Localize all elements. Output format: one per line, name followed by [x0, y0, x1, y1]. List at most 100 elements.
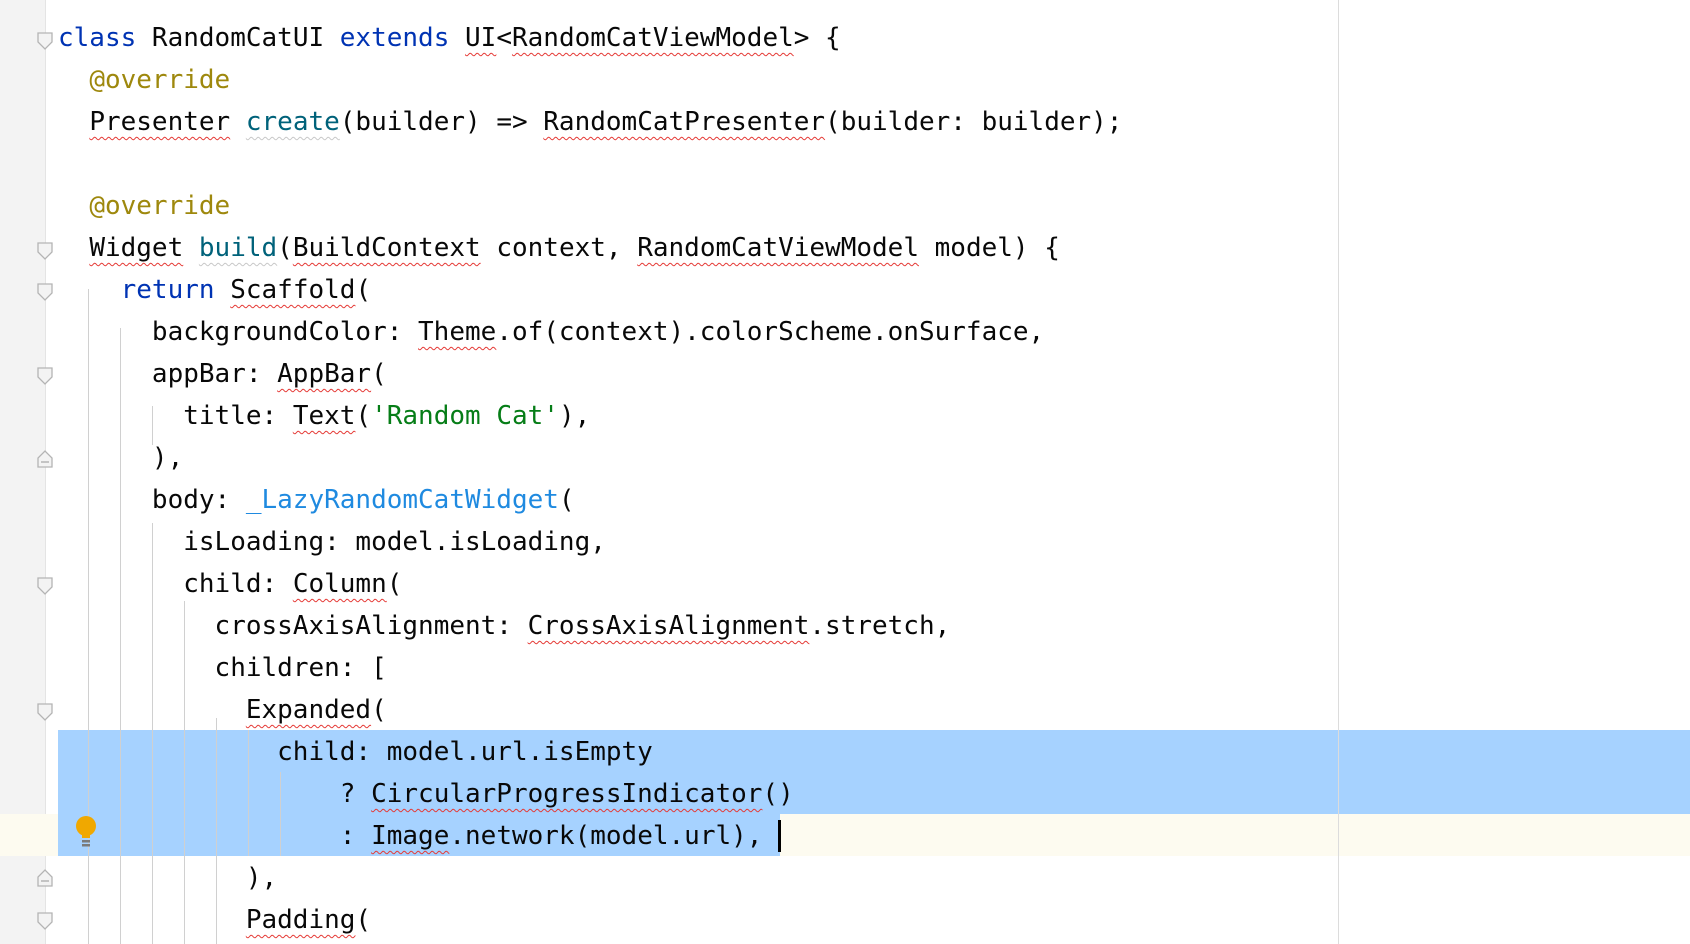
gutter-divider [45, 0, 46, 944]
code-line[interactable] [58, 143, 1122, 185]
code-token: (builder: builder); [825, 107, 1123, 137]
code-token: Padding [245, 905, 356, 935]
code-token: AppBar [277, 359, 372, 389]
fold-arrow-icon[interactable] [37, 912, 53, 930]
code-token: create [245, 107, 340, 137]
code-line[interactable]: backgroundColor: Theme.of(context).color… [58, 311, 1122, 353]
code-token: RandomCatViewModel [511, 23, 794, 53]
code-line[interactable]: @override [58, 185, 1122, 227]
line-indent [58, 317, 152, 347]
indent-guide-line [88, 289, 89, 944]
code-token: _LazyRandomCatWidget [245, 485, 559, 515]
code-token [449, 23, 465, 53]
line-indent [58, 485, 152, 515]
code-line[interactable]: child: model.url.isEmpty [58, 731, 1122, 773]
indent-guide-line [120, 328, 121, 944]
right-margin-guide [1338, 0, 1339, 944]
fold-arrow-icon[interactable] [37, 242, 53, 260]
line-indent [58, 863, 246, 893]
line-indent [58, 779, 340, 809]
code-token: child: model.url.isEmpty [277, 737, 653, 767]
code-token: .of(context).colorScheme.onSurface, [496, 317, 1045, 347]
code-editor[interactable]: class RandomCatUI extends UI<RandomCatVi… [58, 17, 1122, 941]
code-token: ( [277, 233, 293, 263]
code-line[interactable]: Padding( [58, 899, 1122, 941]
line-indent [58, 611, 215, 641]
code-token: ), [558, 401, 591, 431]
code-line[interactable]: isLoading: model.isLoading, [58, 521, 1122, 563]
code-line[interactable]: ), [58, 437, 1122, 479]
line-indent [58, 443, 152, 473]
fold-arrow-icon[interactable] [37, 703, 53, 721]
line-indent [58, 191, 89, 221]
indent-guide-line [184, 601, 185, 944]
code-line[interactable]: title: Text('Random Cat'), [58, 395, 1122, 437]
code-token: ? [339, 779, 372, 809]
line-indent [58, 359, 152, 389]
code-line[interactable]: Presenter create(builder) => RandomCatPr… [58, 101, 1122, 143]
line-indent [58, 233, 89, 263]
code-token [230, 107, 246, 137]
code-line[interactable]: : Image.network(model.url), [58, 815, 1122, 857]
code-token: UI [465, 23, 497, 53]
code-token: title: [183, 401, 293, 431]
code-token: (builder) => [339, 107, 544, 137]
code-token: children: [ [214, 653, 387, 683]
code-token: Scaffold [230, 275, 356, 305]
code-token: ( [355, 905, 372, 935]
fold-arrow-icon[interactable] [37, 283, 53, 301]
code-line[interactable]: @override [58, 59, 1122, 101]
code-token: Presenter [89, 107, 231, 137]
code-token: ), [151, 443, 184, 473]
fold-arrow-icon[interactable] [37, 367, 53, 385]
code-token: @override [89, 191, 231, 221]
code-line[interactable]: return Scaffold( [58, 269, 1122, 311]
code-token: backgroundColor: [151, 317, 419, 347]
fold-arrow-icon[interactable] [37, 869, 53, 887]
text-caret [778, 820, 781, 852]
text-selection [58, 814, 780, 856]
code-token [183, 233, 199, 263]
code-line[interactable]: ? CircularProgressIndicator() [58, 773, 1122, 815]
code-token: CircularProgressIndicator [371, 779, 763, 809]
code-token: BuildContext [292, 233, 481, 263]
fold-arrow-icon[interactable] [37, 32, 53, 50]
code-line[interactable]: class RandomCatUI extends UI<RandomCatVi… [58, 17, 1122, 59]
code-token: child: [183, 569, 293, 599]
code-token: ( [371, 695, 387, 725]
code-token: ( [355, 275, 372, 305]
code-line[interactable]: Widget build(BuildContext context, Rando… [58, 227, 1122, 269]
code-line[interactable]: Expanded( [58, 689, 1122, 731]
fold-arrow-icon[interactable] [37, 577, 53, 595]
code-token: 'Random Cat' [371, 401, 559, 431]
line-indent [58, 569, 183, 599]
code-token: CrossAxisAlignment [527, 611, 810, 641]
line-indent [58, 905, 246, 935]
code-line[interactable]: children: [ [58, 647, 1122, 689]
code-line[interactable]: appBar: AppBar( [58, 353, 1122, 395]
lightbulb-icon[interactable] [74, 814, 98, 848]
code-token: Text [292, 401, 356, 431]
code-token: RandomCatPresenter [543, 107, 826, 137]
text-selection [58, 730, 1690, 814]
line-indent [58, 401, 183, 431]
code-token: return [120, 275, 215, 305]
code-token: () [762, 779, 794, 809]
code-token: Theme [418, 317, 497, 347]
code-line[interactable]: crossAxisAlignment: CrossAxisAlignment.s… [58, 605, 1122, 647]
fold-arrow-icon[interactable] [37, 450, 53, 468]
code-token: context, [480, 233, 638, 263]
code-token: RandomCatViewModel [637, 233, 919, 263]
code-token: ( [371, 359, 387, 389]
code-line[interactable]: ), [58, 857, 1122, 899]
line-indent [58, 653, 215, 683]
code-token: : [339, 821, 372, 851]
line-indent [58, 275, 121, 305]
code-line[interactable]: child: Column( [58, 563, 1122, 605]
editor-gutter[interactable] [0, 0, 45, 944]
code-token: @override [89, 65, 231, 95]
code-line[interactable]: body: _LazyRandomCatWidget( [58, 479, 1122, 521]
line-indent [58, 65, 89, 95]
indent-guide-line [152, 523, 153, 944]
code-token: body: [151, 485, 246, 515]
